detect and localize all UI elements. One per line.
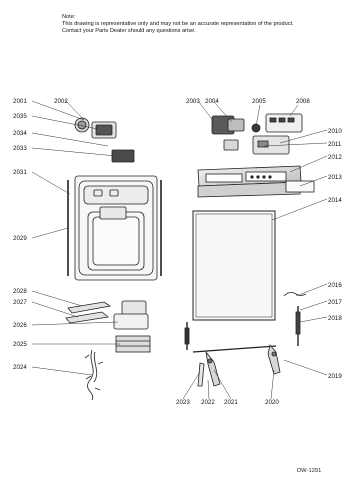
outer-door-panel [192, 210, 276, 321]
detergent-dispenser [74, 117, 117, 139]
callout-2019: 2019 [328, 373, 342, 380]
door-springs-and-hinges [184, 292, 307, 387]
hinge-plates [65, 301, 112, 324]
callout-2026: 2026 [13, 322, 27, 329]
callout-2025: 2025 [13, 341, 27, 348]
control-panel [197, 165, 302, 198]
kick-plate [115, 335, 151, 353]
callout-2004: 2004 [205, 98, 219, 105]
callout-2031: 2031 [13, 169, 27, 176]
callout-2012: 2012 [328, 154, 342, 161]
callout-2005: 2005 [252, 98, 266, 105]
note-line-2: Contact your Parts Dealer should any que… [62, 28, 196, 34]
callout-2035: 2035 [13, 113, 27, 120]
callout-2024: 2024 [13, 364, 27, 371]
callout-2034: 2034 [13, 130, 27, 137]
rinse-aid-cap [111, 149, 135, 163]
leader-lines [31, 99, 328, 400]
callout-2001: 2001 [13, 98, 27, 105]
callout-2020: 2020 [265, 399, 279, 406]
callout-2010: 2010 [328, 128, 342, 135]
callout-2011: 2011 [328, 141, 342, 148]
inner-door-assembly [67, 175, 162, 281]
callout-2008: 2008 [296, 98, 310, 105]
drawing-id: DW-1291 [297, 468, 322, 474]
callout-2021: 2021 [224, 399, 238, 406]
callout-2027: 2027 [13, 299, 27, 306]
note-line-1: This drawing is representative only and … [62, 21, 294, 27]
callout-2003: 2003 [186, 98, 200, 105]
callout-2002: 2002 [54, 98, 68, 105]
callout-labels: 2001 2002 2035 2034 2033 2031 2029 2028 … [13, 98, 342, 406]
control-module [211, 113, 303, 155]
callout-2033: 2033 [13, 145, 27, 152]
callout-2022: 2022 [201, 399, 215, 406]
callout-2017: 2017 [328, 299, 342, 306]
wire-harness [84, 349, 104, 401]
callout-2029: 2029 [13, 235, 27, 242]
callout-2028: 2028 [13, 288, 27, 295]
callout-2016: 2016 [328, 282, 342, 289]
disclaimer-note: Note: This drawing is representative onl… [62, 14, 294, 35]
callout-2018: 2018 [328, 315, 342, 322]
callout-2023: 2023 [176, 399, 190, 406]
rating-label [285, 180, 315, 193]
callout-2014: 2014 [328, 197, 342, 204]
door-latch [113, 300, 149, 330]
callout-2013: 2013 [328, 174, 342, 181]
note-heading: Note: [62, 14, 76, 20]
